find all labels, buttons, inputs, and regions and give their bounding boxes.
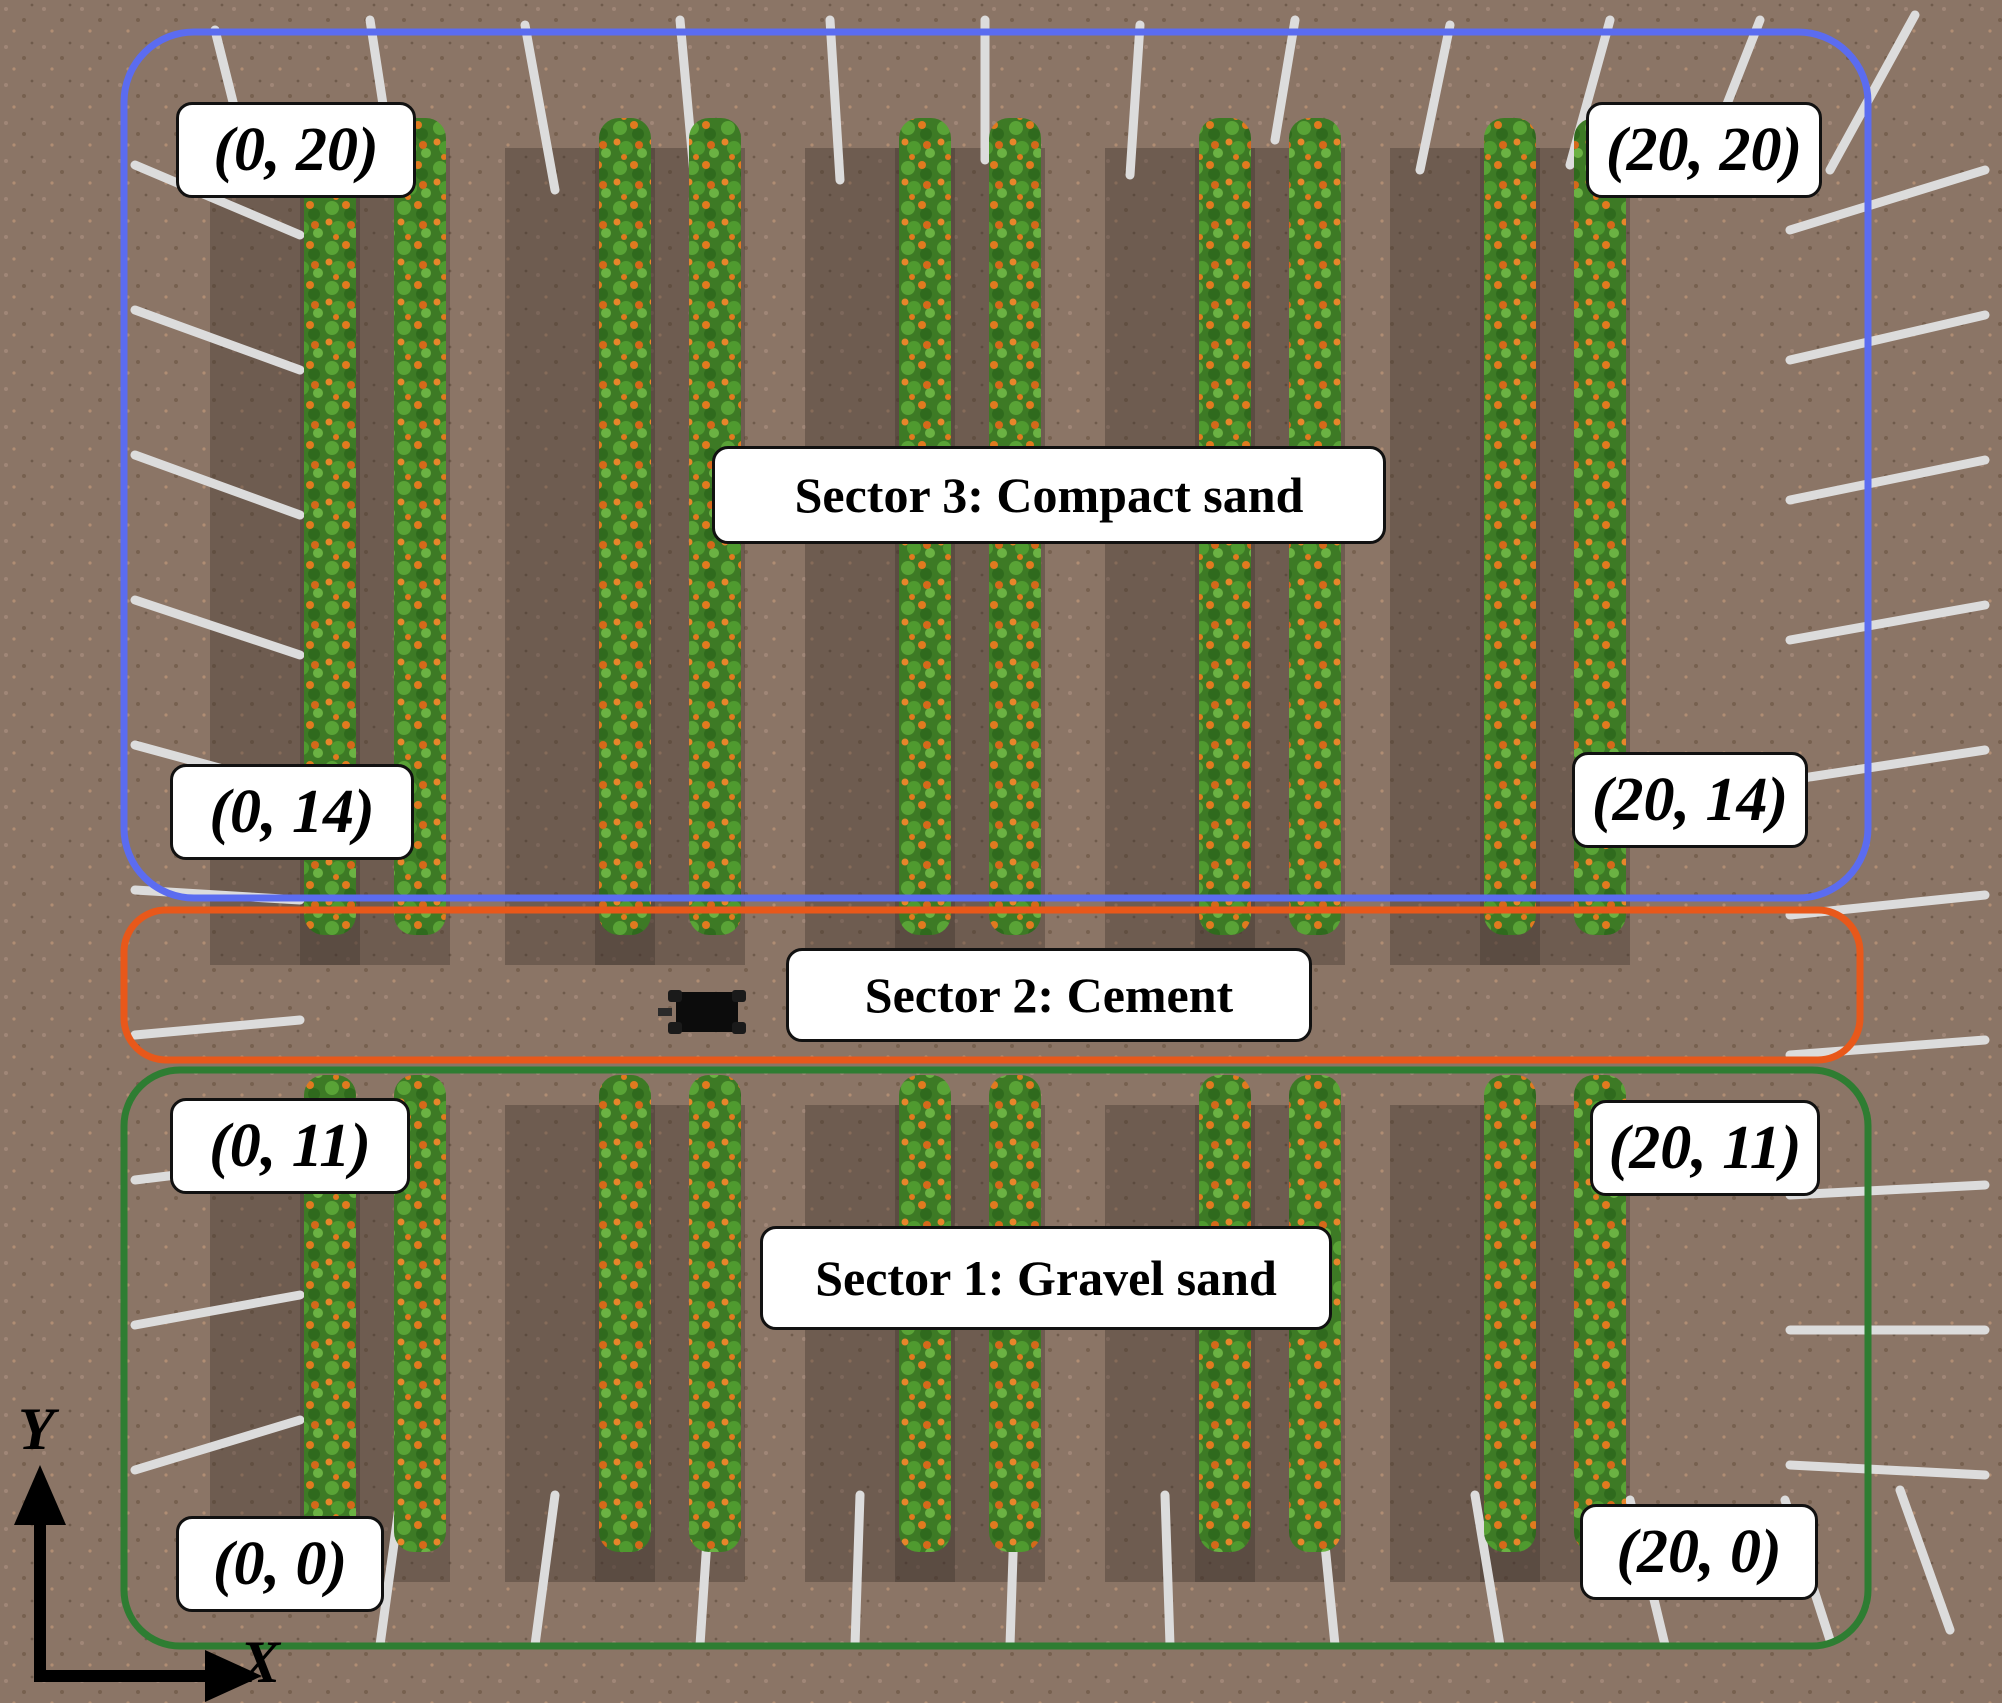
post: [1785, 745, 1990, 785]
x-axis-arrow-icon: [205, 1650, 262, 1702]
post: [825, 15, 845, 185]
post: [1785, 1035, 1990, 1060]
post: [1160, 1490, 1175, 1650]
post: [130, 1415, 305, 1475]
post: [850, 1490, 865, 1650]
plant-row: [304, 118, 356, 935]
plant-row: [1484, 118, 1536, 935]
post: [1785, 1180, 1990, 1200]
sector-1-label: Sector 1: Gravel sand: [760, 1226, 1332, 1330]
x-axis-label: X: [240, 1629, 281, 1695]
coord-label-bottom-left-sector1: (0, 0): [176, 1516, 384, 1612]
sector-3-label: Sector 3: Compact sand: [712, 446, 1386, 544]
post: [1895, 1485, 1955, 1635]
plant-row: [1484, 1075, 1536, 1552]
sector-1-boundary: [120, 1066, 1872, 1650]
y-axis-arrow-icon: [14, 1465, 66, 1525]
robot-icon: [658, 990, 746, 1034]
sector-2-label: Sector 2: Cement: [786, 948, 1312, 1042]
post: [130, 305, 305, 375]
coord-label-top-left-sector1: (0, 11): [170, 1098, 410, 1194]
coord-label-top-right-sector3: (20, 20): [1586, 102, 1822, 198]
post: [1415, 20, 1455, 175]
post: [1470, 1490, 1505, 1650]
coord-label-top-right-sector1: (20, 11): [1590, 1100, 1820, 1196]
axis-indicator: [14, 1465, 262, 1702]
post: [1825, 10, 1920, 175]
post: [1785, 310, 1990, 365]
plant-row: [394, 118, 446, 935]
plant-row: [394, 1075, 446, 1552]
coord-label-bottom-right-sector1: (20, 0): [1580, 1504, 1818, 1600]
post: [130, 595, 305, 660]
post: [130, 1015, 305, 1040]
coord-label-bottom-right-sector3: (20, 14): [1572, 752, 1808, 848]
post: [130, 450, 305, 520]
post: [1785, 1460, 1990, 1480]
plant-row: [599, 118, 651, 935]
plant-row: [599, 1075, 651, 1552]
post: [1785, 165, 1990, 235]
sector-3-boundary: [120, 28, 1872, 902]
post: [130, 160, 305, 240]
post: [530, 1490, 560, 1650]
post: [1125, 20, 1145, 180]
post: [1785, 455, 1990, 505]
post: [1270, 15, 1300, 145]
x-axis-line: [34, 1670, 212, 1682]
post: [1785, 600, 1990, 645]
coord-label-bottom-left-sector3: (0, 14): [170, 764, 414, 860]
sector-2-boundary: [120, 906, 1864, 1064]
y-axis-line: [34, 1522, 46, 1682]
plant-row: [689, 1075, 741, 1552]
plant-row: [304, 1075, 356, 1552]
post: [130, 1290, 305, 1330]
coord-label-top-left-sector3: (0, 20): [176, 102, 416, 198]
y-axis-label: Y: [18, 1396, 55, 1462]
plant-row: [1574, 118, 1626, 935]
post: [520, 20, 560, 195]
